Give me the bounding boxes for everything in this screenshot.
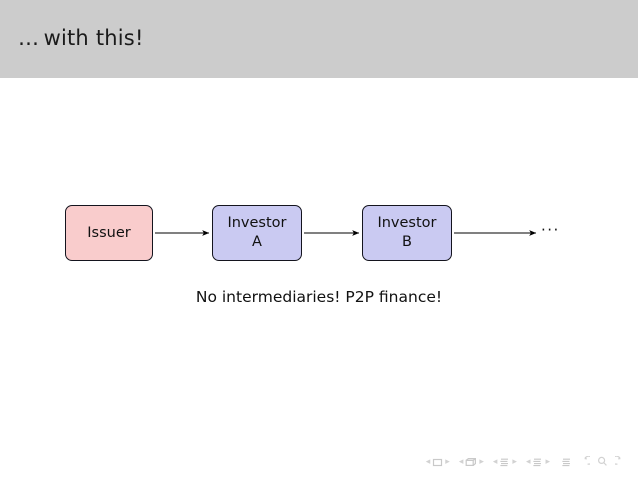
node-issuer[interactable]: Issuer: [65, 205, 153, 261]
frame-title-bar: [0, 0, 638, 78]
beamer-navigation-bar[interactable]: ◂ ▸ ◂ ▸ ◂: [426, 453, 626, 471]
frame-next-icon[interactable]: ▸: [479, 456, 484, 467]
section-nav-icon[interactable]: [532, 453, 543, 472]
nav-group-slide[interactable]: ◂ ▸: [426, 453, 450, 472]
nav-group-subsection[interactable]: ◂ ▸: [493, 453, 517, 472]
slide-nav-icon[interactable]: [432, 453, 443, 472]
subsection-prev-icon[interactable]: ◂: [492, 456, 498, 467]
section-prev-icon[interactable]: ◂: [525, 456, 531, 467]
frame-nav-icon[interactable]: [465, 453, 477, 472]
nav-group-document[interactable]: [561, 453, 626, 472]
chain-ellipsis: ···: [541, 221, 560, 239]
back-nav-icon[interactable]: [579, 455, 594, 469]
node-investor-b[interactable]: Investor B: [362, 205, 452, 261]
nav-group-section[interactable]: ◂ ▸: [526, 453, 550, 472]
subsection-next-icon[interactable]: ▸: [512, 456, 517, 467]
search-nav-icon[interactable]: [597, 456, 608, 469]
frame-title: … with this!: [18, 26, 144, 50]
nav-group-frame[interactable]: ◂ ▸: [459, 453, 484, 472]
subsection-nav-icon[interactable]: [499, 453, 510, 472]
presentation-nav-icon[interactable]: [561, 453, 572, 472]
diagram-caption: No intermediaries! P2P finance!: [195, 288, 443, 306]
frame-prev-icon[interactable]: ◂: [458, 456, 464, 467]
forward-nav-icon[interactable]: [611, 455, 626, 469]
section-next-icon[interactable]: ▸: [545, 456, 550, 467]
slide-prev-icon[interactable]: ◂: [425, 456, 431, 467]
slide-next-icon[interactable]: ▸: [445, 456, 450, 467]
node-investor-a[interactable]: Investor A: [212, 205, 302, 261]
